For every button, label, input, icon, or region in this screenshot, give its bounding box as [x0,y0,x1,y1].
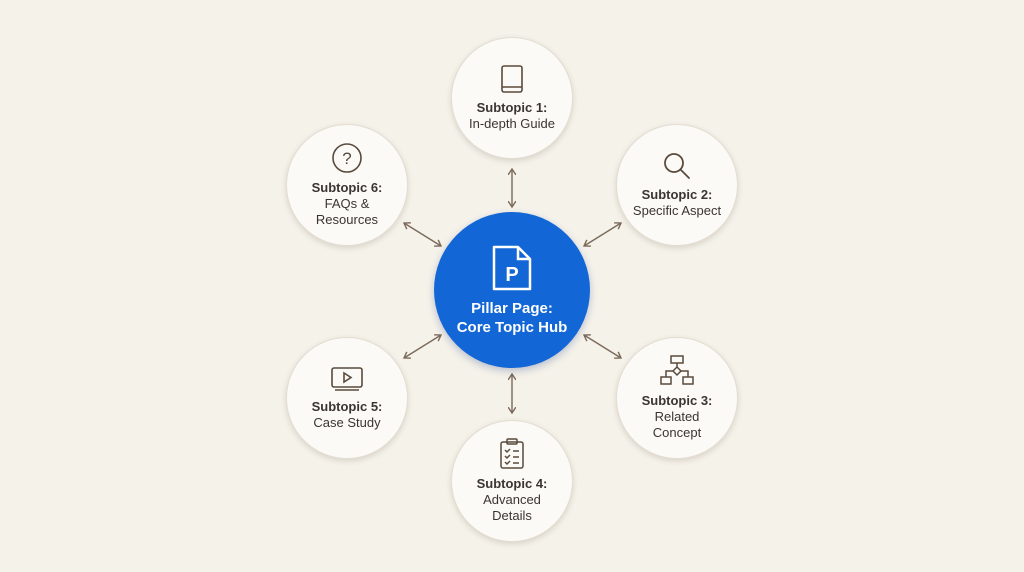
subtopic-5-node[interactable]: Subtopic 5: Case Study [286,337,408,459]
subtopic-4-desc-line-2: Details [492,508,532,523]
arrow-hub-subtopic-6 [404,223,441,246]
subtopic-4-node[interactable]: Subtopic 4: Advanced Details [451,420,573,542]
video-play-icon [331,367,363,391]
subtopic-2-desc: Specific Aspect [632,203,722,218]
flowchart-icon [660,355,694,385]
subtopic-6-node[interactable]: ? Subtopic 6: FAQs & Resources [286,124,408,246]
svg-text:P: P [505,264,518,286]
subtopic-2-title: Subtopic 2: [641,187,713,202]
subtopic-3-desc-line-1: Related [654,409,700,424]
document-p-icon: P [492,245,532,291]
arrow-hub-subtopic-2 [584,223,621,246]
pillar-page-hub[interactable]: P Pillar Page: Core Topic Hub [434,212,590,368]
svg-text:?: ? [342,149,351,168]
subtopic-1-node[interactable]: Subtopic 1: In-depth Guide [451,37,573,159]
subtopic-4-desc-line-1: Advanced [483,492,541,507]
hub-title-line-1: Pillar Page: [471,300,553,317]
subtopic-1-desc: In-depth Guide [468,116,555,131]
hub-title-line-2: Core Topic Hub [456,319,568,336]
subtopic-5-desc: Case Study [313,415,381,430]
arrow-hub-subtopic-5 [404,335,441,358]
subtopic-6-desc-line-2: Resources [315,212,379,227]
subtopic-6-title: Subtopic 6: [311,180,383,195]
arrow-hub-subtopic-3 [584,335,621,358]
book-icon [501,65,523,93]
subtopic-5-title: Subtopic 5: [311,399,383,414]
subtopic-3-node[interactable]: Subtopic 3: Related Concept [616,337,738,459]
subtopic-3-desc-line-2: Concept [652,425,702,440]
magnifier-icon [664,153,690,179]
question-icon: ? [332,143,362,173]
clipboard-checklist-icon [500,438,524,469]
subtopic-2-node[interactable]: Subtopic 2: Specific Aspect [616,124,738,246]
subtopic-3-title: Subtopic 3: [641,393,713,408]
subtopic-6-desc-line-1: FAQs & [324,196,370,211]
subtopic-1-title: Subtopic 1: [476,100,548,115]
subtopic-4-title: Subtopic 4: [476,476,548,491]
